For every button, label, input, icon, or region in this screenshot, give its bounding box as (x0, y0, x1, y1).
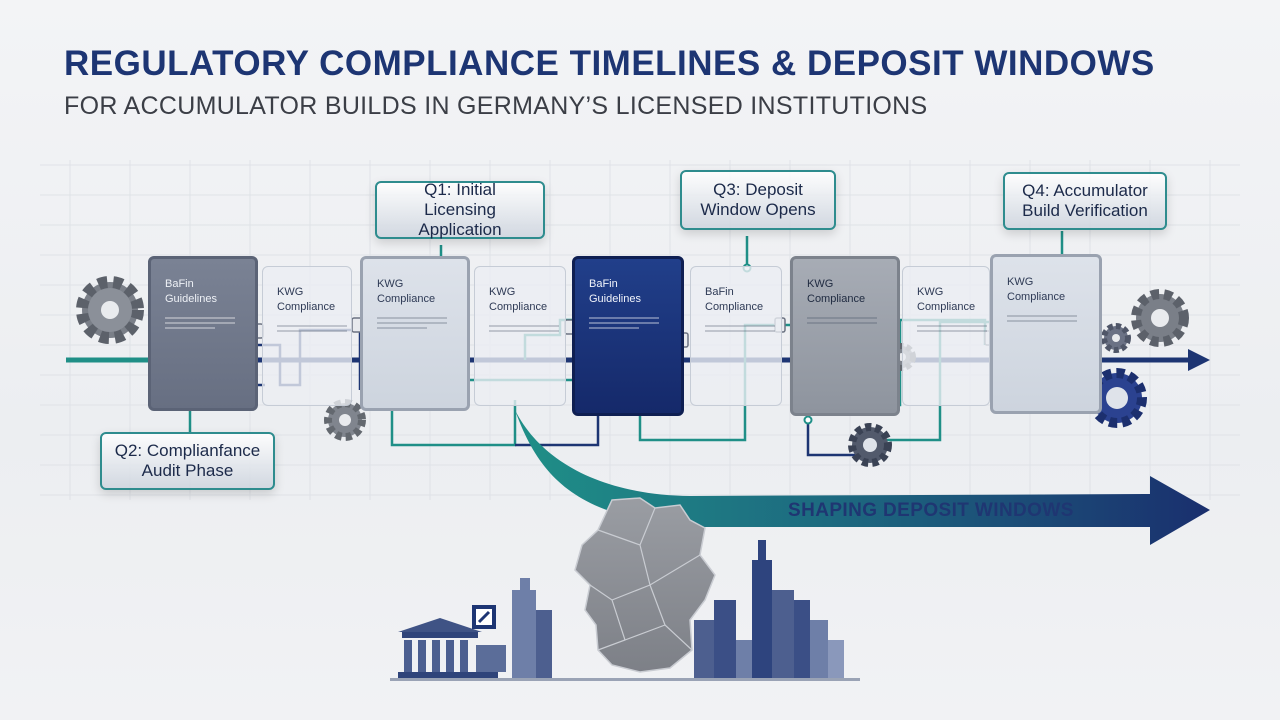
card-label: BaFin Compliance (705, 286, 764, 313)
page-subtitle: FOR ACCUMULATOR BUILDS IN GERMANY’S LICE… (64, 92, 928, 120)
skyline-icon (390, 540, 860, 681)
page-title: REGULATORY COMPLIANCE TIMELINES & DEPOSI… (64, 44, 1155, 83)
callout-q2-compliance-audit-phase: Q2: Complianfance Audit Phase (100, 432, 275, 490)
card-label: KWG Compliance (277, 286, 336, 313)
timeline-card-kwg-compliance: KWG Compliance (262, 266, 352, 406)
gear-icon (848, 423, 892, 467)
gear-icon (324, 399, 366, 441)
timeline-card-kwg-compliance: KWG Compliance (990, 254, 1102, 414)
card-label: BaFin Guidelines (165, 278, 217, 305)
card-label: KWG Compliance (377, 278, 436, 305)
deposit-windows-banner-arrow (515, 410, 1210, 545)
card-label: BaFin Guidelines (589, 278, 641, 305)
deutsche-bank-logo-icon (472, 605, 496, 629)
card-label: KWG Compliance (1007, 276, 1066, 303)
gear-icon (76, 276, 144, 344)
timeline-card-kwg-compliance: KWG Compliance (474, 266, 566, 406)
gear-icon (1101, 323, 1131, 353)
card-label: KWG Compliance (807, 278, 866, 305)
callout-line: Q1: Initial Licensing (424, 180, 496, 219)
timeline-card-kwg-compliance: KWG Compliance (902, 266, 990, 406)
card-label: KWG Compliance (917, 286, 976, 313)
banner-text: SHAPING DEPOSIT WINDOWS (788, 500, 1074, 521)
callout-line: Build Verification (1022, 201, 1148, 220)
germany-map-icon (574, 497, 716, 673)
timeline-card-bafin-guidelines: BaFin Guidelines (572, 256, 684, 416)
timeline-card-kwg-compliance: KWG Compliance (360, 256, 470, 411)
callout-q1-initial-licensing-application: Q1: Initial Licensing Application (375, 180, 545, 239)
callout-line: Q3: Deposit (713, 180, 803, 199)
gear-icon (1131, 289, 1189, 347)
callout-line: Q2: Complianfance (114, 441, 261, 460)
callout-line: Audit Phase (141, 461, 234, 480)
timeline-card-kwg-compliance: KWG Compliance (790, 256, 900, 416)
callout-line: Application (418, 220, 502, 239)
timeline-card-bafin-guidelines: BaFin Guidelines (148, 256, 258, 411)
timeline-card-bafin-compliance: BaFin Compliance (690, 266, 782, 406)
callout-q3-deposit-window-opens: Q3: Deposit Window Opens (680, 170, 836, 230)
card-label: KWG Compliance (489, 286, 548, 313)
callout-line: Window Opens (700, 200, 816, 219)
bank-building-icon (398, 618, 506, 678)
callout-line: Q4: Accumulator (1022, 181, 1148, 200)
callout-q4-accumulator-build-verification: Q4: Accumulator Build Verification (1003, 172, 1167, 230)
